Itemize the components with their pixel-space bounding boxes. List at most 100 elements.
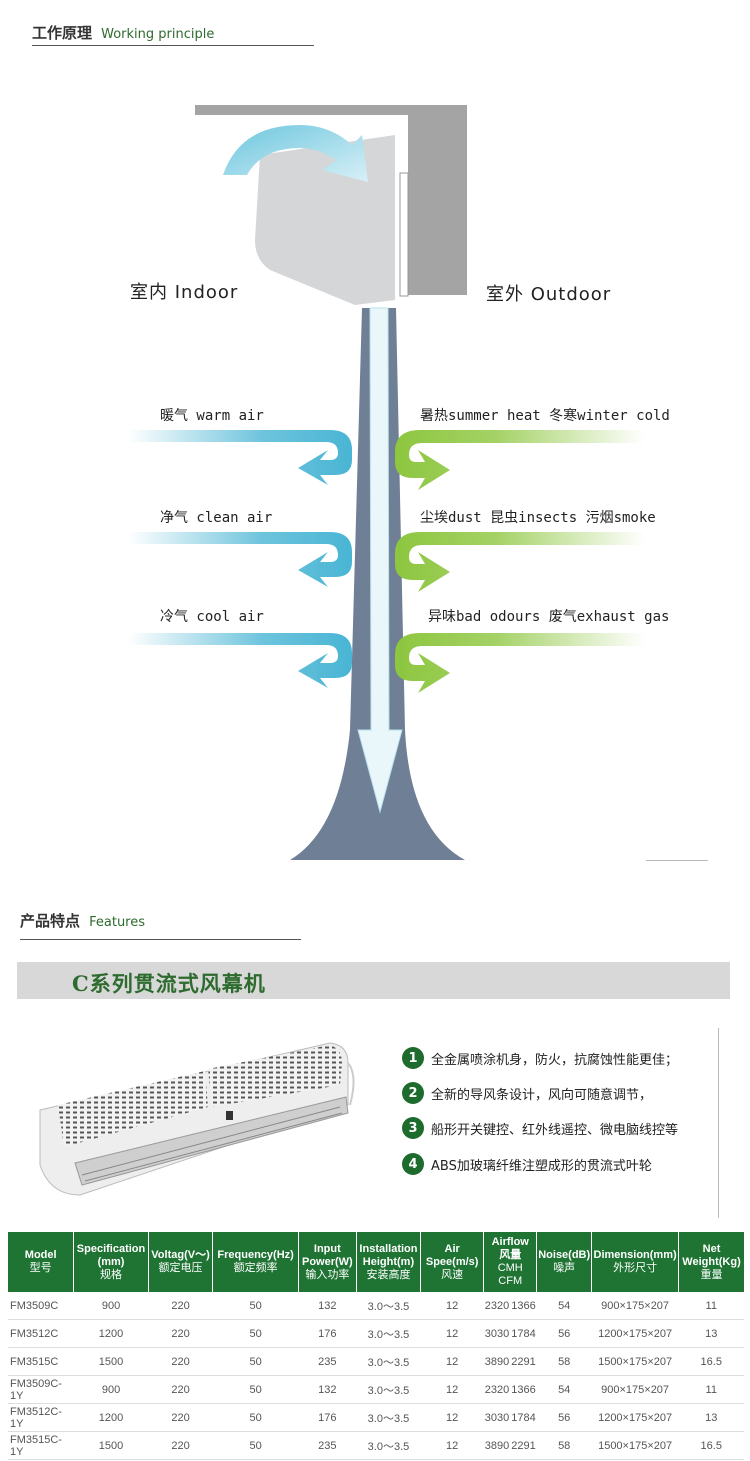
right-label-2: 尘埃dust 昆虫insects 污烟smoke [420, 510, 656, 526]
intake-arrow-icon [223, 125, 368, 182]
header-dimension: Dimension(mm)外形尺寸 [591, 1232, 680, 1292]
downflow-arrow-icon [357, 307, 403, 814]
feature-text: ABS加玻璃纤维注塑成形的贯流式叶轮 [431, 1158, 652, 1174]
section-title-features: 产品特点 Features [20, 910, 145, 936]
left-label-2: 净气 clean air [160, 510, 273, 526]
table-cell: 1784 [510, 1319, 537, 1348]
table-cell: 12 [420, 1292, 484, 1320]
table-cell: FM3515C-1Y [8, 1431, 74, 1460]
section-title-en: Features [89, 915, 146, 930]
indoor-label: 室内 Indoor [130, 282, 239, 303]
table-cell: 3.0～3.5 [356, 1403, 421, 1432]
feature-text: 全新的导风条设计，风向可随意调节， [431, 1087, 653, 1103]
banner-title: C系列贯流式风幕机 [72, 971, 266, 996]
table-cell: 12 [420, 1319, 484, 1348]
header-input-power: Input Power(W)输入功率 [298, 1232, 357, 1292]
table-cell: 3.0～3.5 [356, 1347, 421, 1376]
table-cell: 2291 [510, 1347, 537, 1376]
working-principle-diagram: 室内 Indoor 室外 Outdoor 暖气 warm air 净气 clea… [0, 90, 750, 880]
table-cell: 50 [212, 1403, 299, 1432]
table-cell: 220 [148, 1319, 213, 1348]
blue-arrows [128, 430, 352, 688]
table-cell: 58 [536, 1431, 592, 1460]
table-cell: 220 [148, 1431, 213, 1460]
table-cell: FM3509C-1Y [8, 1375, 74, 1404]
table-cell: 50 [212, 1347, 299, 1376]
air-curtain-illustration [128, 105, 708, 861]
table-cell: 132 [298, 1292, 357, 1320]
header-specification: Specification (mm)规格 [73, 1232, 149, 1292]
table-cell: 13 [678, 1319, 744, 1348]
table-cell: 1500×175×207 [591, 1431, 679, 1460]
header-air-speed: Air Spee(m/s)风速 [420, 1232, 485, 1292]
table-cell: 220 [148, 1375, 213, 1404]
table-cell: FM3509C [8, 1292, 74, 1320]
table-cell: 1200 [73, 1403, 149, 1432]
table-cell: 3.0～3.5 [356, 1431, 421, 1460]
feature-text: 全金属喷涂机身，防火，抗腐蚀性能更佳； [431, 1052, 679, 1068]
table-cell: 50 [212, 1292, 299, 1320]
table-cell: 220 [148, 1292, 213, 1320]
table-cell: 12 [420, 1347, 484, 1376]
table-cell: FM3515C [8, 1347, 74, 1376]
table-cell: 58 [536, 1347, 592, 1376]
table-cell: 1200×175×207 [591, 1319, 679, 1348]
table-cell: 1200×175×207 [591, 1403, 679, 1432]
right-label-3: 异味bad odours 废气exhaust gas [428, 609, 670, 625]
section-title-cn: 产品特点 [20, 912, 81, 930]
ceiling [195, 105, 467, 115]
table-cell: 132 [298, 1375, 357, 1404]
air-curtain-product-icon [39, 1042, 355, 1196]
table-cell: 176 [298, 1403, 357, 1432]
header-noise: Noise(dB)噪声 [536, 1232, 593, 1292]
table-cell: 235 [298, 1347, 357, 1376]
feature-number-badge: 1 [402, 1047, 424, 1069]
table-cell: 2320 [483, 1375, 511, 1404]
feature-item-1: 1 全金属喷涂机身，防火，抗腐蚀性能更佳； [402, 1046, 678, 1070]
table-cell: 235 [298, 1431, 357, 1460]
table-cell: 2320 [483, 1292, 511, 1320]
table-cell: 3.0～3.5 [356, 1292, 421, 1320]
feature-text: 船形开关键控、红外线遥控、微电脑线控等 [431, 1122, 679, 1138]
table-cell: FM3512C [8, 1319, 74, 1348]
table-cell: 900 [73, 1292, 149, 1320]
section-title-en: Working principle [101, 27, 215, 42]
outdoor-wall [408, 105, 467, 295]
product-series-banner: C系列贯流式风幕机 [17, 962, 730, 999]
table-cell: 1784 [510, 1403, 537, 1432]
section-title-cn: 工作原理 [32, 24, 93, 42]
left-label-1: 暖气 warm air [160, 408, 264, 424]
table-cell: 11 [678, 1292, 744, 1320]
feature-number-badge: 2 [402, 1082, 424, 1104]
table-cell: 220 [148, 1347, 213, 1376]
table-cell: 1366 [510, 1292, 537, 1320]
table-cell: 12 [420, 1431, 484, 1460]
table-cell: 900×175×207 [591, 1292, 679, 1320]
table-cell: 56 [536, 1403, 592, 1432]
vertical-divider [718, 1028, 719, 1218]
table-cell: 3030 [483, 1319, 511, 1348]
table-cell: 16.5 [678, 1431, 744, 1460]
section-title-working-principle: 工作原理 Working principle [32, 22, 214, 48]
table-cell: FM3512C-1Y [8, 1403, 74, 1432]
header-installation-height: Installation Height(m)安装高度 [356, 1232, 422, 1292]
table-cell: 220 [148, 1403, 213, 1432]
table-cell: 3890 [483, 1431, 511, 1460]
section-divider [20, 939, 301, 940]
left-label-3: 冷气 cool air [160, 609, 264, 625]
table-cell: 176 [298, 1319, 357, 1348]
table-cell: 56 [536, 1319, 592, 1348]
outdoor-label: 室外 Outdoor [486, 284, 612, 305]
door-frame [399, 172, 409, 297]
